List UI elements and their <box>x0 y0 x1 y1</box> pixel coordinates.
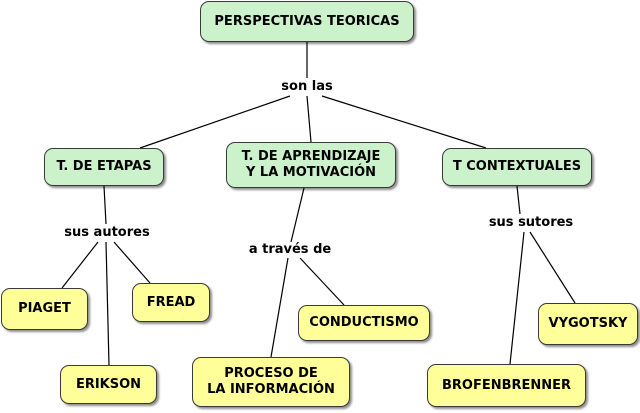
node-proceso-de-la-informacion[interactable]: PROCESO DE LA INFORMACIÓN <box>192 357 350 407</box>
edge-susautores-piaget <box>61 241 99 289</box>
edge-atraves-conductismo <box>299 257 345 306</box>
node-t-de-etapas[interactable]: T. DE ETAPAS <box>44 148 164 186</box>
node-erikson[interactable]: ERIKSON <box>60 365 157 404</box>
link-label-sus-autores: sus autores <box>62 225 152 241</box>
node-fread[interactable]: FREAD <box>132 283 210 322</box>
node-piaget[interactable]: PIAGET <box>1 288 88 330</box>
node-t-de-aprendizaje[interactable]: T. DE APRENDIZAJE Y LA MOTIVACIÓN <box>226 142 396 188</box>
node-perspectivas-teoricas[interactable]: PERSPECTIVAS TEORICAS <box>200 1 414 42</box>
link-label-son-las: son las <box>279 79 335 95</box>
edge-susautores-fread <box>113 241 151 284</box>
edge-etapas-susautores <box>103 185 107 225</box>
node-conductismo[interactable]: CONDUCTISMO <box>298 305 430 341</box>
node-brofenbrenner[interactable]: BROFENBRENNER <box>427 364 586 407</box>
node-vygotsky[interactable]: VYGOTSKY <box>538 303 638 345</box>
link-label-a-traves-de: a través de <box>246 242 334 258</box>
edge-sonlas-etapas <box>139 95 291 149</box>
node-t-contextuales[interactable]: T CONTEXTUALES <box>442 148 592 186</box>
edge-contextuales-sussutores <box>516 185 521 215</box>
edge-sussutores-brofenbrenner <box>509 231 525 365</box>
edge-aprendizaje-atraves <box>290 187 305 243</box>
edge-atraves-proceso <box>270 257 289 358</box>
edge-susautores-erikson <box>105 241 110 366</box>
link-label-sus-sutores: sus sutores <box>486 215 576 231</box>
edge-sonlas-contextuales <box>321 95 487 149</box>
edge-sussutores-vygotsky <box>529 231 576 304</box>
edge-sonlas-aprendizaje <box>306 95 312 143</box>
